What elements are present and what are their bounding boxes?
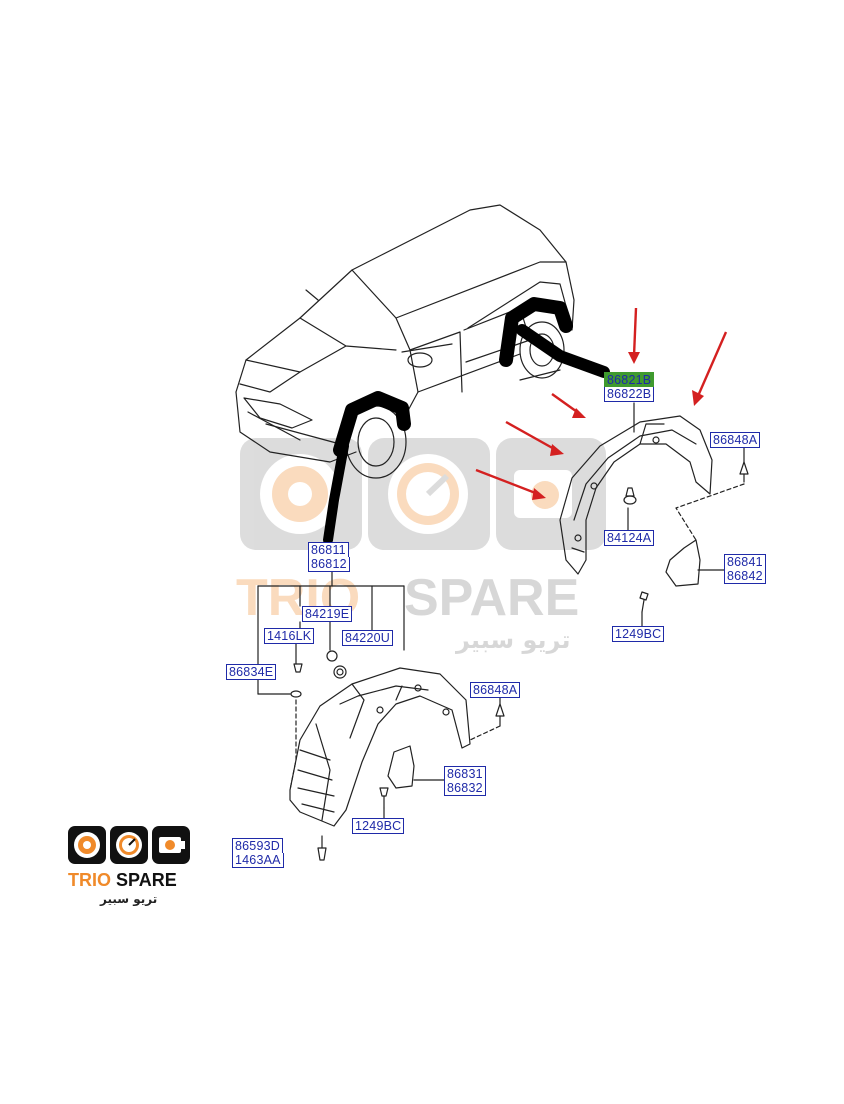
front-grommet-label: 84219E	[302, 606, 353, 622]
front-mudguard-86831-label: 86831	[444, 766, 486, 782]
front-clip-label: 86848A	[470, 682, 521, 698]
front-mudguard-86832-label: 86832	[444, 781, 486, 796]
rear-part-86821b-label: 86821B	[604, 372, 655, 388]
front-screw-label: 1249BC	[352, 818, 405, 834]
front-bolt-label: 1416LK	[264, 628, 315, 644]
rear-mudguard-86841-label: 86841	[724, 554, 766, 570]
gauge-icon	[110, 826, 148, 864]
rear-part-86822b-label: 86822B	[604, 387, 655, 402]
rear-clip-label: 86848A	[710, 432, 761, 448]
front-fastener-1463aa-label: 1463AA	[232, 853, 284, 868]
front-fastener-86593d-label: 86593D	[232, 838, 283, 854]
rear-nut-label: 84124A	[604, 530, 655, 546]
rear-mudguard-86842-label: 86842	[724, 569, 766, 584]
front-liner-illustration	[289, 667, 471, 827]
logo-spare: SPARE	[116, 870, 177, 890]
logo-trio: TRIO	[68, 870, 111, 890]
trio-spare-logo: TRIO SPARE تريو سبير	[68, 826, 198, 906]
red-arrows	[475, 307, 728, 500]
rear-liner-illustration	[559, 415, 713, 575]
front-washer-label: 84220U	[342, 630, 393, 646]
rear-screw-label: 1249BC	[612, 626, 665, 642]
highlight-strokes	[323, 297, 610, 545]
front-leader-lines	[257, 571, 501, 849]
engine-icon	[152, 826, 190, 864]
disc-icon	[68, 826, 106, 864]
rear-hardware	[623, 461, 749, 613]
logo-arabic: تريو سبير	[100, 892, 158, 906]
front-hardware	[290, 650, 505, 861]
logo-wordmark: TRIO SPARE	[68, 870, 177, 891]
vehicle-illustration	[235, 204, 575, 479]
rear-leader-lines	[627, 402, 745, 627]
front-seal-label: 86834E	[226, 664, 277, 680]
front-part-86812-label: 86812	[308, 557, 350, 572]
front-part-86811-label: 86811	[308, 542, 349, 558]
